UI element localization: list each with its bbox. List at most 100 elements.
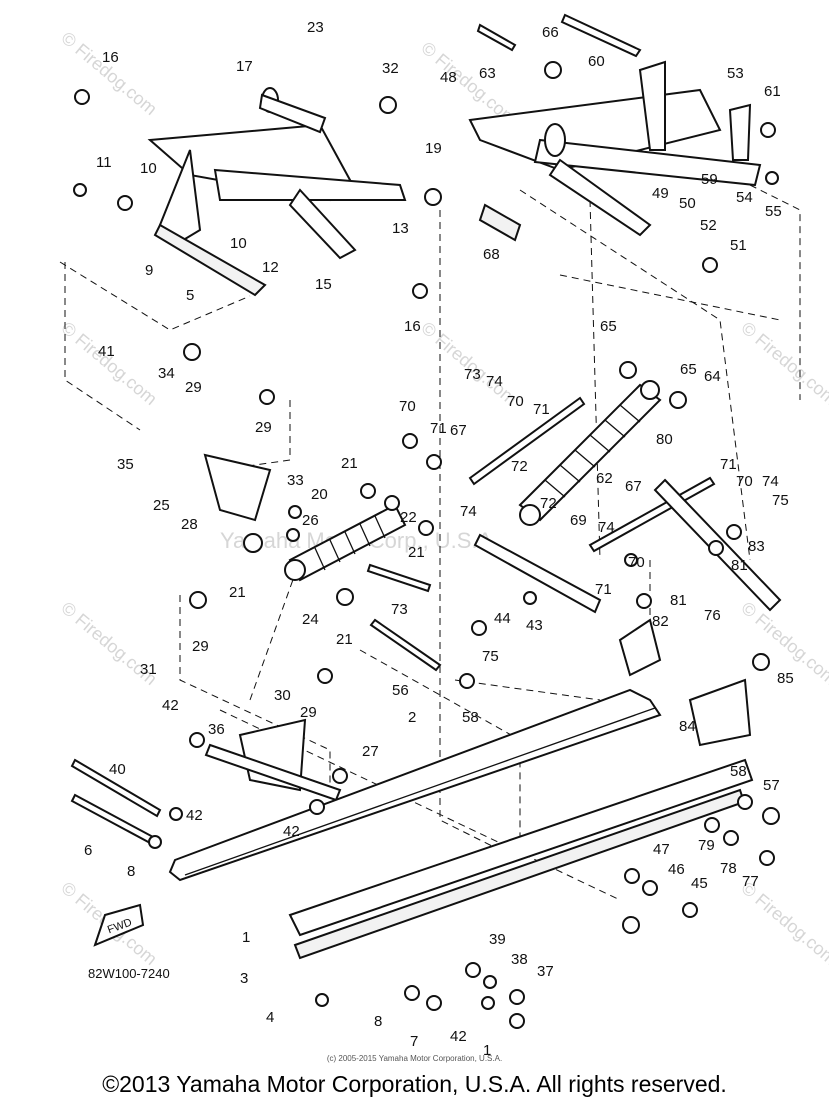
part-label-73: 73 — [391, 601, 408, 618]
part-label-71: 71 — [720, 456, 737, 473]
part-label-10: 10 — [230, 235, 247, 252]
part-label-85: 85 — [777, 670, 794, 687]
part-label-22: 22 — [400, 509, 417, 526]
front-shock — [284, 503, 407, 582]
part-label-76: 76 — [704, 607, 721, 624]
part-label-33: 33 — [287, 472, 304, 489]
part-label-54: 54 — [736, 189, 753, 206]
part-label-29: 29 — [255, 419, 272, 436]
part-label-55: 55 — [765, 203, 782, 220]
part-label-61: 61 — [764, 83, 781, 100]
part-label-82: 82 — [652, 613, 669, 630]
part-label-65: 65 — [680, 361, 697, 378]
part-label-75: 75 — [482, 648, 499, 665]
part-label-57: 57 — [763, 777, 780, 794]
part-label-5: 5 — [186, 287, 194, 304]
part-label-10: 10 — [140, 160, 157, 177]
part-label-77: 77 — [742, 873, 759, 890]
part-label-36: 36 — [208, 721, 225, 738]
part-label-1: 1 — [242, 929, 250, 946]
part-label-74: 74 — [486, 373, 503, 390]
fasteners — [73, 61, 780, 1029]
part-label-81: 81 — [670, 592, 687, 609]
part-label-30: 30 — [274, 687, 291, 704]
part-label-44: 44 — [494, 610, 511, 627]
part-label-75: 75 — [772, 492, 789, 509]
part-label-70: 70 — [507, 393, 524, 410]
part-label-65: 65 — [600, 318, 617, 335]
part-label-71: 71 — [595, 581, 612, 598]
part-label-74: 74 — [460, 503, 477, 520]
part-label-35: 35 — [117, 456, 134, 473]
part-label-34: 34 — [158, 365, 175, 382]
part-label-41: 41 — [98, 343, 115, 360]
part-label-64: 64 — [704, 368, 721, 385]
part-label-58: 58 — [730, 763, 747, 780]
part-label-13: 13 — [392, 220, 409, 237]
part-label-60: 60 — [588, 53, 605, 70]
part-label-79: 79 — [698, 837, 715, 854]
part-label-3: 3 — [240, 970, 248, 987]
part-label-47: 47 — [653, 841, 670, 858]
part-label-29: 29 — [185, 379, 202, 396]
part-label-72: 72 — [511, 458, 528, 475]
part-label-68: 68 — [483, 246, 500, 263]
part-label-59: 59 — [701, 171, 718, 188]
part-label-9: 9 — [145, 262, 153, 279]
diagram-code: 82W100-7240 — [88, 966, 170, 981]
part-label-15: 15 — [315, 276, 332, 293]
copyright-notice: ©2013 Yamaha Motor Corporation, U.S.A. A… — [102, 1071, 727, 1097]
part-label-63: 63 — [479, 65, 496, 82]
part-label-25: 25 — [153, 497, 170, 514]
part-label-50: 50 — [679, 195, 696, 212]
part-label-51: 51 — [730, 237, 747, 254]
part-label-40: 40 — [109, 761, 126, 778]
part-label-70: 70 — [399, 398, 416, 415]
part-label-20: 20 — [311, 486, 328, 503]
part-label-62: 62 — [596, 470, 613, 487]
part-label-52: 52 — [700, 217, 717, 234]
part-label-43: 43 — [526, 617, 543, 634]
assembly-dashed-lines — [59, 184, 801, 901]
part-label-39: 39 — [489, 931, 506, 948]
part-label-84: 84 — [679, 718, 696, 735]
part-label-67: 67 — [450, 422, 467, 439]
part-label-24: 24 — [302, 611, 319, 628]
fwd-arrow-icon: FWD — [93, 903, 145, 947]
watermark: © Firedog.com — [417, 318, 520, 409]
part-label-42: 42 — [186, 807, 203, 824]
rear-swing-arm — [468, 13, 762, 237]
part-label-4: 4 — [266, 1009, 274, 1026]
part-label-11: 11 — [96, 154, 112, 171]
part-label-37: 37 — [537, 963, 554, 980]
watermark: © Firedog.com — [57, 318, 160, 409]
part-label-81: 81 — [731, 557, 748, 574]
part-label-74: 74 — [762, 473, 779, 490]
part-label-71: 71 — [533, 401, 550, 418]
part-label-49: 49 — [652, 185, 669, 202]
part-label-70: 70 — [628, 554, 645, 571]
part-number-callouts: 1123456788910101112131516161719202121212… — [84, 19, 794, 1059]
part-label-21: 21 — [408, 544, 425, 561]
small-copyright: (c) 2005-2015 Yamaha Motor Corporation, … — [326, 1054, 503, 1063]
watermark: © Firedog.com — [57, 28, 160, 119]
part-label-80: 80 — [656, 431, 673, 448]
part-label-32: 32 — [382, 60, 399, 77]
part-label-83: 83 — [748, 538, 765, 555]
part-label-71: 71 — [430, 420, 447, 437]
part-label-21: 21 — [229, 584, 246, 601]
part-label-42: 42 — [283, 823, 300, 840]
part-label-31: 31 — [140, 661, 157, 678]
part-label-72: 72 — [540, 495, 557, 512]
part-label-78: 78 — [720, 860, 737, 877]
part-label-6: 6 — [84, 842, 92, 859]
part-label-42: 42 — [450, 1028, 467, 1045]
part-label-29: 29 — [300, 704, 317, 721]
watermark: © Firedog.com — [737, 878, 829, 969]
part-label-56: 56 — [392, 682, 409, 699]
part-label-16: 16 — [404, 318, 421, 335]
rear-shock — [518, 380, 662, 526]
part-label-38: 38 — [511, 951, 528, 968]
part-label-73: 73 — [464, 366, 481, 383]
